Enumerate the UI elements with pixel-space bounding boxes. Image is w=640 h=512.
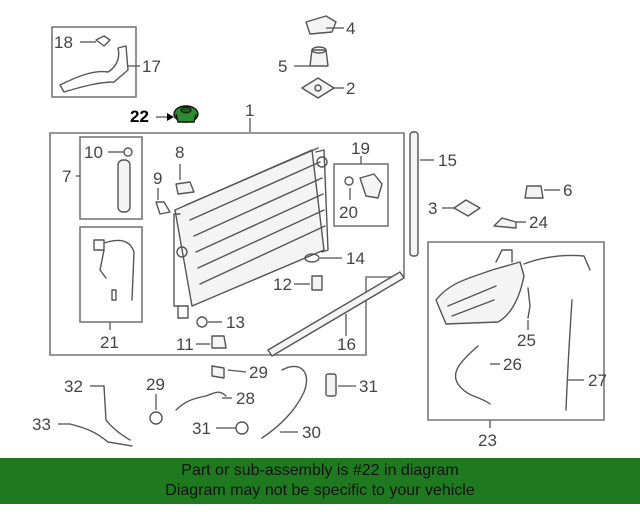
callout-26: 26 — [503, 355, 522, 374]
callout-21: 21 — [100, 333, 119, 352]
callout-17: 17 — [142, 57, 161, 76]
hose-part-28 — [175, 391, 227, 411]
radiator-cap-part-22 — [173, 105, 199, 123]
callout-31-right: 31 — [359, 377, 378, 396]
radiator-assembly-box — [49, 132, 405, 356]
callout-8: 8 — [175, 143, 184, 162]
callout-16: 16 — [337, 335, 356, 354]
callout-30: 30 — [302, 423, 321, 442]
banner-line-2: Diagram may not be specific to your vehi… — [165, 482, 475, 499]
callout-2: 2 — [346, 79, 355, 98]
callout-9: 9 — [153, 169, 162, 188]
callout-20: 20 — [339, 203, 358, 222]
clip-part-31-right — [325, 373, 337, 397]
callout-12: 12 — [273, 275, 292, 294]
callout-23: 23 — [478, 431, 497, 450]
callout-29-upper: 29 — [249, 363, 268, 382]
callout-33: 33 — [32, 415, 51, 434]
hose-part-26 — [454, 345, 491, 405]
hose-part-30 — [261, 365, 308, 439]
part-11 — [211, 335, 227, 349]
clamp-part-31-left — [235, 421, 249, 435]
reservoir-tank-part-23 — [435, 249, 591, 325]
info-banner: Part or sub-assembly is #22 in diagram D… — [0, 458, 640, 504]
bolt-part-12 — [311, 275, 323, 291]
parts-diagram: 18 17 4 5 2 22 1 10 7 8 9 19 20 15 3 6 2… — [32, 15, 607, 450]
callout-6: 6 — [563, 181, 572, 200]
radiator-core — [173, 147, 329, 319]
callout-18: 18 — [54, 33, 73, 52]
part-8 — [175, 181, 195, 195]
callout-29-lower: 29 — [146, 375, 165, 394]
pipe-part-21 — [93, 239, 135, 301]
strip-part-16 — [267, 271, 405, 357]
part-24 — [493, 217, 517, 229]
callout-5: 5 — [278, 57, 287, 76]
callout-15: 15 — [438, 151, 457, 170]
callout-11: 11 — [176, 335, 194, 354]
pipe-part-25 — [527, 287, 531, 319]
banner-line-1: Part or sub-assembly is #22 in diagram — [181, 462, 459, 479]
pipe-part-32 — [103, 385, 131, 441]
sub-box-7-10 — [79, 136, 143, 220]
bracket-part-9 — [155, 201, 171, 215]
callout-1: 1 — [245, 101, 254, 120]
leader-lines — [58, 27, 584, 433]
tube-part-7 — [117, 159, 131, 213]
callout-14: 14 — [346, 249, 365, 268]
clip-part-10 — [123, 147, 133, 157]
callout-13: 13 — [226, 313, 245, 332]
callout-10: 10 — [84, 143, 103, 162]
pipe-part-33 — [69, 423, 133, 447]
callout-19: 19 — [351, 139, 370, 158]
callout-31-left: 31 — [192, 419, 211, 438]
callout-27: 27 — [588, 371, 607, 390]
part-6 — [524, 185, 544, 199]
callout-24: 24 — [529, 213, 548, 232]
callout-32: 32 — [64, 377, 83, 396]
sub-box-21 — [79, 226, 143, 323]
callout-22: 22 — [130, 107, 149, 126]
hose-group-box-17-18 — [51, 26, 137, 98]
callout-7: 7 — [62, 167, 71, 186]
rod-part-15 — [409, 131, 419, 257]
hose-part-17 — [59, 35, 129, 93]
cap-parts-4-5-2 — [301, 15, 337, 99]
callout-25: 25 — [517, 331, 536, 350]
ring-part-13 — [196, 316, 208, 328]
clamp-part-29-upper — [211, 365, 225, 379]
part-19 — [359, 173, 383, 199]
part-3 — [453, 199, 481, 217]
reservoir-assembly-box — [427, 241, 605, 421]
callout-4: 4 — [346, 19, 355, 38]
callout-3: 3 — [428, 199, 437, 218]
seal-part-20 — [344, 176, 354, 186]
arrow-22 — [167, 113, 174, 121]
callout-28: 28 — [236, 389, 255, 408]
clamp-part-29-lower — [149, 411, 163, 425]
washer-part-14 — [304, 253, 320, 263]
hose-part-27 — [565, 299, 573, 411]
